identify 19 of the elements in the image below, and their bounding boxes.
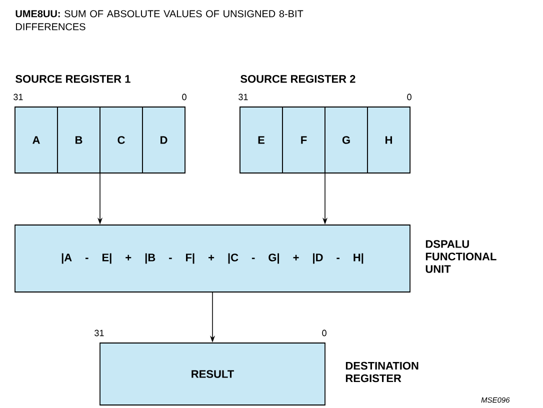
bit-number: 0 — [407, 94, 412, 100]
title: UME8UU: SUM OF ABSOLUTE VALUES OF UNSIGNED 8-BIT DIFFERENCES — [16, 10, 304, 30]
bit-number: 31 — [94, 330, 104, 336]
unit-label: DSPALU FUNCTIONAL UNIT — [426, 240, 496, 273]
register-cell: C — [100, 106, 143, 174]
register-cell: B — [57, 106, 100, 174]
register-cell: A — [14, 106, 58, 174]
alu-box: |A - E| + |B - F| + |C - G| + |D - H| — [14, 224, 410, 292]
unit-label: DESTINATION REGISTER — [346, 362, 418, 382]
bit-number: 0 — [322, 330, 326, 336]
register-cell: D — [142, 106, 186, 174]
register-box: RESULT — [100, 342, 326, 406]
register-cell: E — [240, 106, 283, 174]
register-cell: H — [367, 106, 410, 174]
register-cell: G — [324, 106, 368, 174]
register-cell: F — [282, 106, 326, 174]
bit-number: 0 — [182, 94, 186, 100]
node-label: SOURCE REGISTER 2 — [240, 75, 356, 83]
node-label: SOURCE REGISTER 1 — [16, 75, 130, 83]
